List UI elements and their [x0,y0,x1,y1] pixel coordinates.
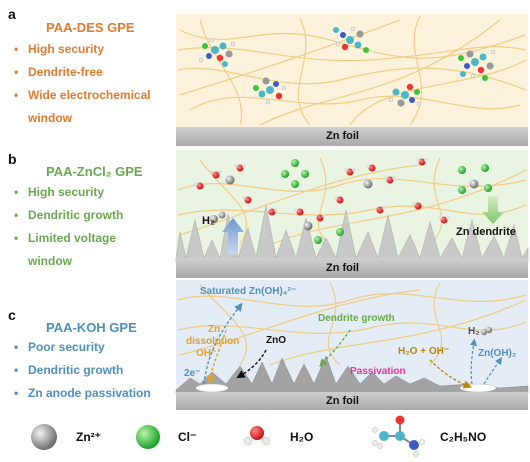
znoh2-path-arrow [483,357,502,385]
legend-h2o-label: H₂O [290,430,314,444]
zn-foil-label-a: Zn foil [326,130,359,142]
zn-foil-label-c: Zn foil [326,395,359,407]
h2-label-c: H₂ [468,326,480,337]
panel-a-title: PAA-DES GPE [46,20,135,35]
h2-evolution-arrow [222,218,244,254]
h2-molecule-icon [480,328,488,336]
bullet-item: window [28,111,72,125]
electrons-label: 2e⁻ [184,368,201,379]
bullet-item: window [28,254,72,268]
acetamide-molecule-icon [372,415,425,457]
zn-foil-c [176,392,528,410]
panel-c-label: c [8,307,16,323]
zn-foil-b [176,258,528,278]
znoh2-label: Zn(OH)₂ [478,348,517,359]
bullet-item: •Zn anode passivation [14,386,151,400]
dissolution-pit [195,383,229,393]
polymer-fibers-c [177,282,527,366]
corrosion-pit [459,383,497,393]
panel-b-bullets: •High security •Dendritic growth •Limite… [14,181,123,273]
des-clusters [198,26,496,107]
bullet-item: •Poor security [14,340,105,354]
saturated-zincate-label: Saturated Zn(OH)₄²⁻ [200,286,297,297]
panel-a-label: a [8,6,16,22]
zn-ion-icon [31,424,57,450]
bullet-item: •High security [14,185,105,199]
oh-label: OH⁻ [196,348,217,359]
dissolution-label: dissolution [186,336,240,347]
h2o-oh-label: H₂O + OH⁻ [398,346,450,357]
water-molecule-icon [243,426,271,446]
bullet-item: •High security [14,42,105,56]
zn-deposition-arrow [482,196,504,224]
chloride-ion-icon [136,425,160,449]
passivation-label: Passivation [350,366,406,377]
h2-path-arrow [469,338,478,385]
zncl2-species [194,158,492,244]
panel-c-bullets: •Poor security •Dendritic growth •Zn ano… [14,336,151,405]
zn-dendrite-label: Zn dendrite [456,226,516,238]
bullet-item: •Dendritic growth [14,208,124,222]
bullet-item: •Dendritic growth [14,363,124,377]
zno-label: ZnO [266,335,286,346]
panel-b-title: PAA-ZnCl₂ GPE [46,164,143,179]
zn-foil-label-b: Zn foil [326,262,359,274]
panel-a-bullets: •High security •Dendrite-free •Wide elec… [14,38,151,130]
polymer-fibers-a [177,15,527,126]
panel-a-electrolyte [176,14,528,127]
h2-label-b: H₂ [202,215,215,227]
bullet-item: •Dendrite-free [14,65,103,79]
legend-c2h5no-label: C₂H₅NO [440,430,487,444]
dendrite-growth-arrow [319,329,351,368]
dendrite-growth-label: Dendrite growth [318,313,395,324]
bullet-item: •Wide electrochemical [14,88,151,102]
legend-cl-label: Cl⁻ [178,430,197,444]
zn-foil-a [176,127,528,146]
bullet-item: •Limited voltage [14,231,117,245]
passivation-path-arrow [429,359,472,389]
panel-c-title: PAA-KOH GPE [46,320,137,335]
zn-label: Zn [208,324,221,335]
h2-molecule-atom [485,326,493,334]
panel-b-label: b [8,151,17,167]
legend-zn-label: Zn²⁺ [76,430,101,444]
